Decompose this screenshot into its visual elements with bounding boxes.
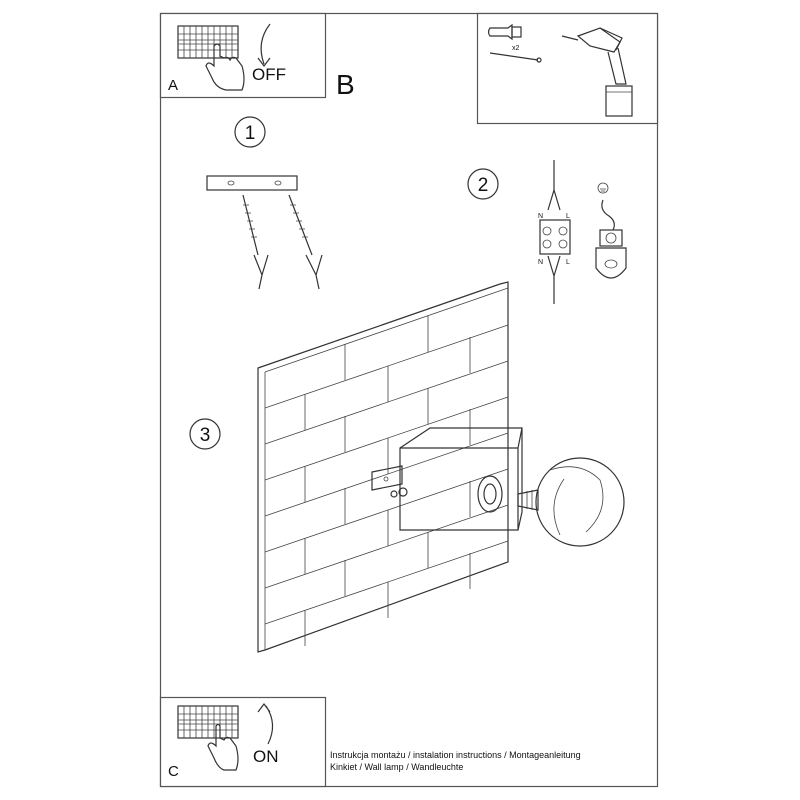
live-label: L	[566, 213, 570, 220]
step-number: 1	[245, 123, 256, 144]
breaker-panel-icon	[177, 25, 239, 59]
step-1-drill-holes: 1	[206, 116, 323, 290]
step-3-mount-lamp: 3	[189, 281, 625, 653]
panel-a-letter: A	[168, 77, 178, 94]
on-label: ON	[253, 747, 279, 766]
step-number: 3	[200, 425, 211, 446]
neutral-label: N	[538, 259, 543, 266]
quantity-label: x2	[512, 45, 520, 52]
panel-a-switch-off: A OFF	[159, 12, 327, 99]
neutral-label: N	[538, 213, 543, 220]
drill-icon	[561, 27, 633, 117]
wall-plug-icon	[487, 23, 522, 41]
arrow-up-icon	[257, 703, 274, 745]
light-bulb-icon	[517, 457, 625, 547]
mounting-plate-icon	[371, 465, 408, 498]
step-badge	[467, 168, 499, 200]
step-2-wiring: 2 N L N L	[467, 160, 627, 304]
cube-lamp-body	[399, 427, 523, 531]
step-badge	[234, 116, 266, 148]
mounting-bracket-icon	[206, 175, 298, 191]
hand-icon	[207, 723, 239, 771]
hand-icon	[205, 43, 245, 91]
tools-panel: x2	[476, 12, 659, 125]
off-label: OFF	[252, 65, 286, 84]
arrow-down-icon	[257, 23, 271, 67]
live-label: L	[566, 259, 570, 266]
terminal-block-icon: N L N L	[538, 160, 571, 304]
step-number: 2	[478, 175, 489, 196]
panel-c-switch-on: C ON	[159, 696, 327, 788]
panel-b-letter: B	[336, 69, 355, 100]
breaker-panel-icon	[177, 705, 239, 739]
step-badge	[189, 418, 221, 450]
screw-icon	[489, 52, 542, 63]
footer-subtitle: Kinkiet / Wall lamp / Wandleuchte	[330, 762, 463, 772]
screw-and-plug-icon	[288, 194, 323, 290]
panel-c-letter: C	[168, 763, 179, 780]
ground-terminal-icon	[595, 182, 627, 279]
footer-title: Instrukcja montażu / instalation instruc…	[330, 750, 581, 760]
brick-wall-illustration	[257, 281, 509, 653]
screw-and-plug-icon	[242, 194, 269, 290]
sheet-frame	[159, 12, 659, 788]
